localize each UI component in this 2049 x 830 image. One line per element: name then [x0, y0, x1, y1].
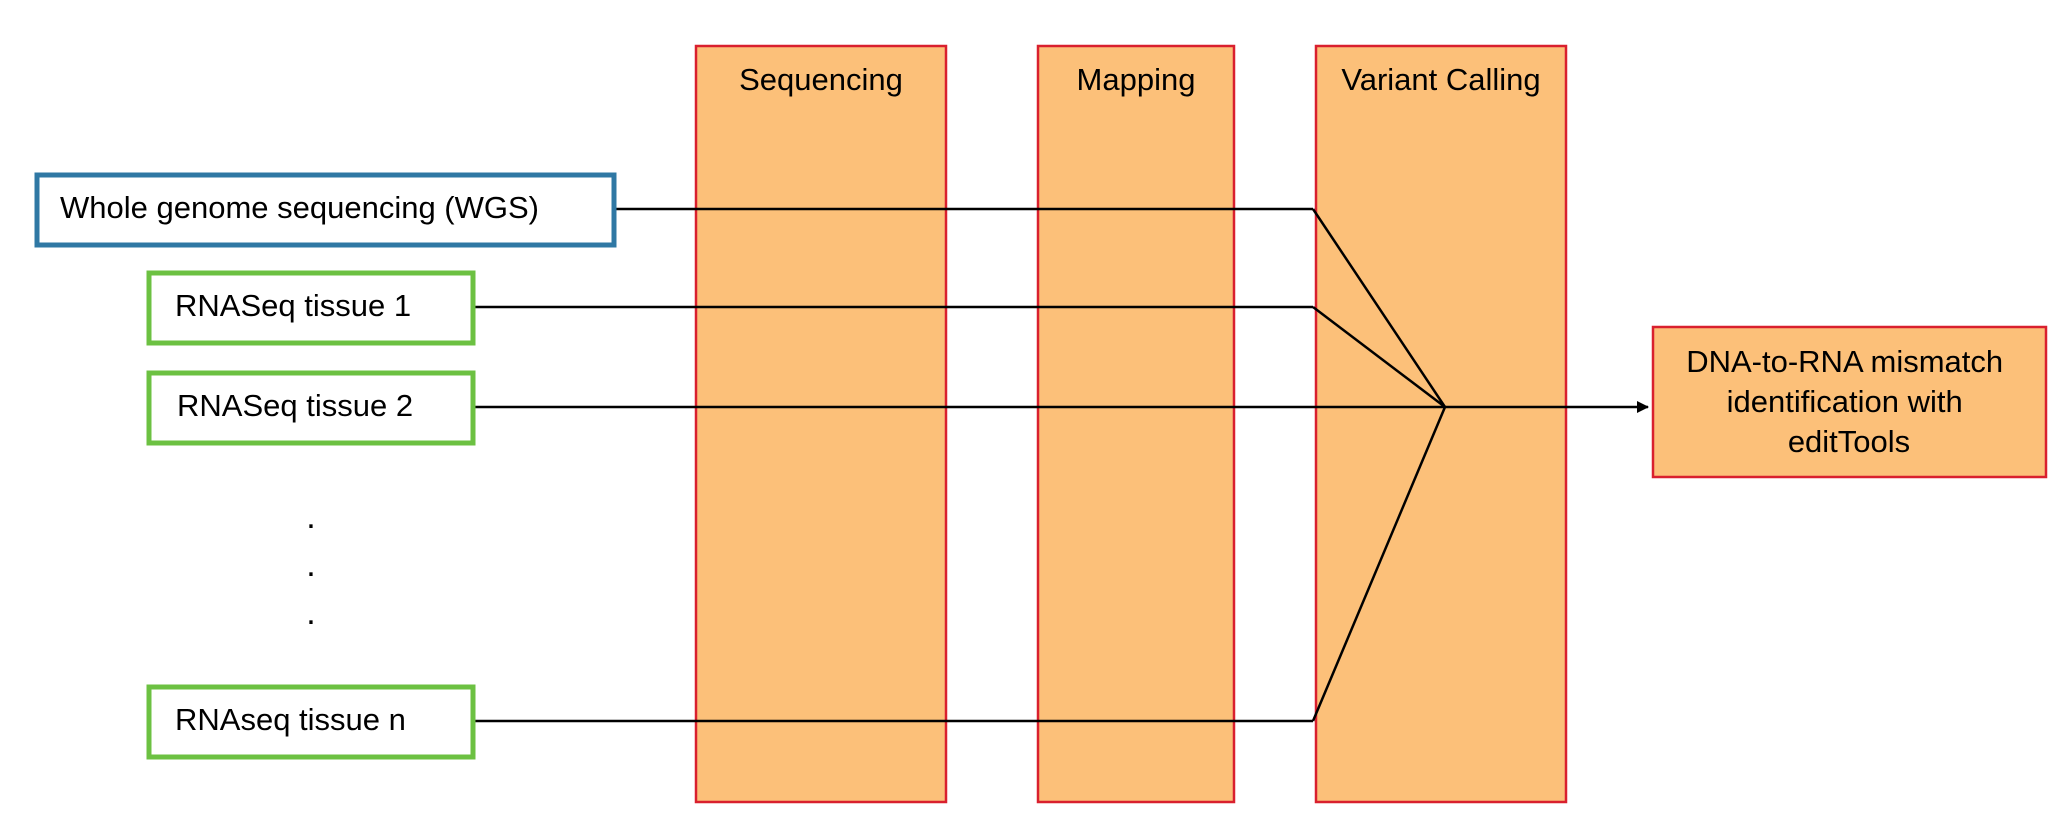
- ellipsis-dot: .: [306, 546, 315, 584]
- output-label: DNA-to-RNA mismatch identification with …: [1686, 344, 2012, 459]
- input-box: [34, 172, 617, 248]
- output-line-2: identification with: [1727, 384, 1963, 419]
- input-label-rna-1: RNASeq tissue 1: [175, 288, 411, 323]
- input-node-rna-n: RNAseq tissue n: [146, 684, 476, 760]
- output-line-3: editTools: [1788, 424, 1910, 459]
- merge-line-rna-n: [1311, 406, 1447, 722]
- stage-column-sequencing: Sequencing: [694, 44, 948, 804]
- input-box: [146, 684, 476, 760]
- stage-label-sequencing: Sequencing: [739, 62, 903, 97]
- ellipsis-dot: .: [306, 594, 315, 632]
- input-node-wgs: Whole genome sequencing (WGS): [34, 172, 617, 248]
- stage-box: [694, 44, 948, 804]
- input-label-wgs: Whole genome sequencing (WGS): [60, 190, 539, 225]
- stage-column-variant-calling: Variant Calling: [1314, 44, 1568, 804]
- input-node-rna-1: RNASeq tissue 1: [146, 270, 476, 346]
- stage-column-mapping: Mapping: [1036, 44, 1236, 804]
- connector-lines: [473, 207, 1649, 723]
- stage-box: [1314, 44, 1568, 804]
- merge-line-wgs: [1311, 208, 1447, 408]
- stage-box: [1036, 44, 1236, 804]
- merge-line-rna-1: [1312, 306, 1446, 408]
- input-box: [146, 270, 476, 346]
- output-line-1: DNA-to-RNA mismatch: [1686, 344, 2003, 379]
- output-node: DNA-to-RNA mismatch identification with …: [1651, 325, 2048, 479]
- output-box: [1651, 325, 2048, 479]
- vertical-ellipsis: . . .: [306, 498, 315, 632]
- stage-label-variant-calling: Variant Calling: [1341, 62, 1540, 97]
- ellipsis-dot: .: [306, 498, 315, 536]
- input-label-rna-n: RNAseq tissue n: [175, 702, 406, 737]
- stage-label-mapping: Mapping: [1077, 62, 1196, 97]
- input-box: [146, 370, 476, 446]
- input-label-rna-2: RNASeq tissue 2: [177, 388, 413, 423]
- input-node-rna-2: RNASeq tissue 2: [146, 370, 476, 446]
